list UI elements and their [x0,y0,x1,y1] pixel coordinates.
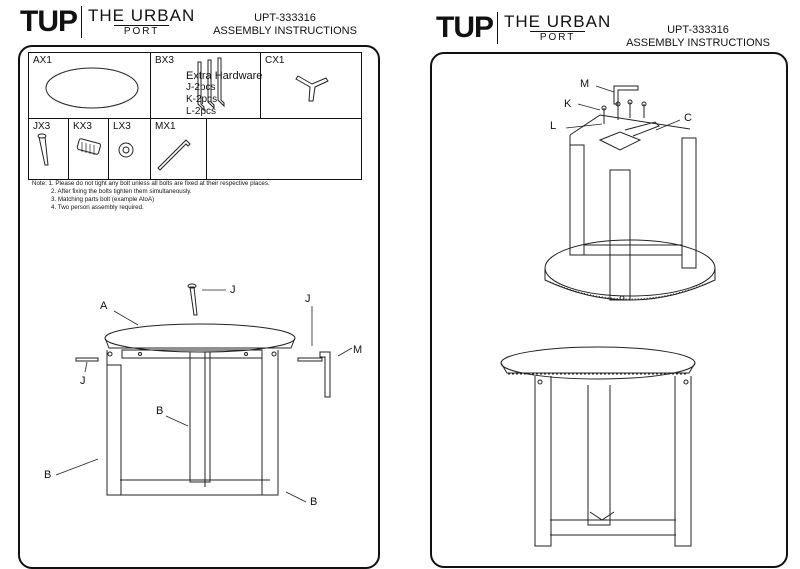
note-prefix: Note: [32,180,47,187]
part-tabletop-illustration [45,67,139,109]
part-label-bx: BX3 [155,55,174,66]
assembly-final-illustration [500,346,696,547]
extra-hardware-title: Extra Hardware [186,70,263,82]
part-cell-ax: AX1 [29,53,151,119]
assembly-step2-illustration [544,85,716,301]
page-right: TUP THE URBAN PORT UPT-333316 ASSEMBLY I… [400,0,800,569]
brand-name-line1: THE URBAN [88,6,196,25]
brand-name: THE URBAN PORT [504,12,612,44]
brand-logo: TUP THE URBAN PORT [20,6,195,38]
callout-m: M [580,78,590,90]
doc-code: UPT-333316 [254,12,316,24]
doc-code: UPT-333316 [667,24,729,36]
logo-tup: TUP [20,5,78,38]
part-cell-mx: MX1 [151,119,207,179]
right-illustrations [500,85,716,547]
part-cell-cx: CX1 [261,53,361,119]
part-legs-illustration [197,57,225,112]
page-frame [18,45,380,569]
logo-divider [81,6,82,38]
callout-c: C [684,112,692,124]
callout-b-middle: B [156,405,164,417]
callout-m: M [353,344,363,356]
part-washer-illustration [118,142,134,158]
logo-divider [497,12,498,44]
brand-name: THE URBAN PORT [88,6,196,38]
callout-b-left: B [44,469,52,481]
part-label-lx: LX3 [113,121,131,132]
part-bolt-k-illustration [76,138,101,155]
part-allen-key-illustration [157,139,191,171]
doc-title: ASSEMBLY INSTRUCTIONS [626,37,770,49]
part-bolt-j-illustration [37,133,49,166]
part-cell-lx: LX3 [109,119,151,179]
callout-b-right: B [310,496,318,508]
note-1: Note: 1. Please do not tight any bolt un… [32,180,270,188]
note-3: 3. Matching parts bolt (example AtoA) [51,196,155,203]
note-2: 2. After fixing the bolts tighten them s… [51,188,192,195]
part-label-mx: MX1 [155,121,176,132]
extra-hardware-l: L-2pcs [186,106,217,117]
part-label-cx: CX1 [265,55,285,66]
note-1-text: 1. Please do not tight any bolt unless a… [48,180,270,187]
doc-title: ASSEMBLY INSTRUCTIONS [213,25,357,37]
brand-name-line1: THE URBAN [504,12,612,31]
callout-k: K [564,98,572,110]
part-label-kx: KX3 [73,121,92,132]
assembly-notes: Note: 1. Please do not tight any bolt un… [32,180,270,212]
brand-name-line2: PORT [113,25,170,37]
part-label-ax: AX1 [33,55,52,66]
callout-a: A [100,300,108,312]
brand-logo-right: TUP THE URBAN PORT [436,12,611,44]
callout-j-right: J [305,293,311,305]
callout-j-left: J [80,375,86,387]
doc-header: UPT-333316 ASSEMBLY INSTRUCTIONS [205,12,365,38]
part-label-jx: JX3 [33,121,51,132]
callout-l: L [550,120,557,132]
assembly-step1-illustration [75,283,331,496]
part-cell-kx: KX3 [69,119,109,179]
logo-tup: TUP [436,11,494,44]
part-bracket-illustration [295,75,329,102]
extra-hardware-k: K-2pcs [186,94,218,105]
page-frame-right [430,52,788,568]
note-4: 4. Two person assembly required. [51,204,144,211]
page-left: TUP THE URBAN PORT UPT-333316 ASSEMBLY I… [18,6,380,569]
parts-table: AX1 BX3 CX1 JX3 KX3 LX3 MX1 [28,52,362,180]
doc-header-right: UPT-333316 ASSEMBLY INSTRUCTIONS [618,24,778,50]
part-cell-jx: JX3 [29,119,69,179]
part-cell-bx: BX3 [151,53,261,119]
left-illustrations [37,57,353,503]
brand-name-line2: PORT [529,31,586,43]
callout-j-top: J [230,284,236,296]
